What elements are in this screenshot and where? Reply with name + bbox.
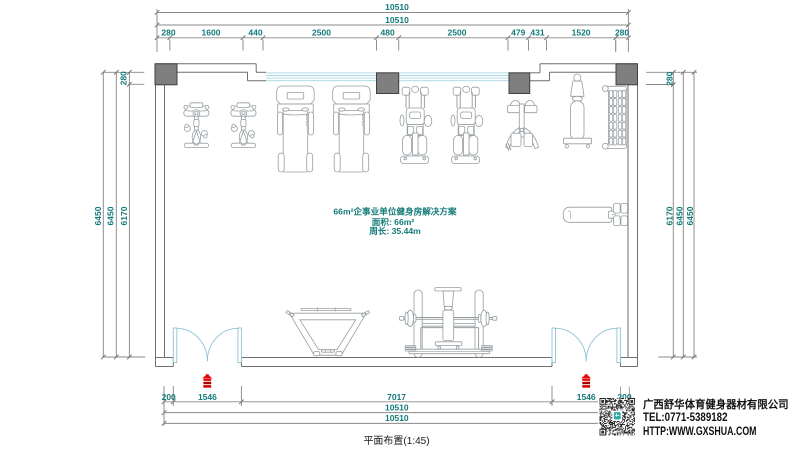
svg-text:6170: 6170: [119, 206, 129, 225]
svg-text:1520: 1520: [572, 27, 591, 37]
svg-text:66m²企事业单位健身房解决方案: 66m²企事业单位健身房解决方案: [333, 206, 457, 217]
svg-text:6450: 6450: [675, 206, 685, 225]
svg-text:479: 479: [511, 27, 525, 37]
svg-text:200: 200: [162, 392, 176, 402]
svg-text:6450: 6450: [106, 206, 116, 225]
svg-text:431: 431: [530, 27, 544, 37]
svg-text:280: 280: [615, 27, 629, 37]
svg-text:TEL:0771-5389182: TEL:0771-5389182: [643, 412, 728, 424]
svg-text:2500: 2500: [448, 27, 467, 37]
svg-text:200: 200: [617, 392, 631, 402]
svg-text:10510: 10510: [385, 2, 409, 12]
svg-text:6450: 6450: [93, 206, 103, 225]
svg-text:平面布置(1:45): 平面布置(1:45): [363, 435, 429, 447]
svg-text:广西舒华体育健身器材有限公司: 广西舒华体育健身器材有限公司: [643, 398, 789, 411]
svg-text:10510: 10510: [385, 15, 409, 25]
svg-text:280: 280: [664, 71, 674, 85]
svg-text:6170: 6170: [664, 206, 674, 225]
svg-text:440: 440: [248, 27, 262, 37]
svg-text:周长: 35.44m: 周长: 35.44m: [369, 225, 421, 236]
svg-text:7017: 7017: [387, 392, 406, 402]
svg-text:面积: 66m²: 面积: 66m²: [372, 216, 415, 227]
svg-text:1600: 1600: [202, 27, 221, 37]
svg-text:HTTP:WWW.GXSHUA.COM: HTTP:WWW.GXSHUA.COM: [643, 426, 757, 438]
svg-text:480: 480: [381, 27, 395, 37]
svg-text:6450: 6450: [685, 206, 695, 225]
svg-text:10510: 10510: [385, 413, 409, 423]
svg-text:2500: 2500: [312, 27, 331, 37]
svg-text:280: 280: [119, 71, 129, 85]
svg-text:1546: 1546: [577, 392, 596, 402]
svg-text:280: 280: [161, 27, 175, 37]
svg-text:1546: 1546: [198, 392, 217, 402]
svg-text:10510: 10510: [385, 402, 409, 412]
